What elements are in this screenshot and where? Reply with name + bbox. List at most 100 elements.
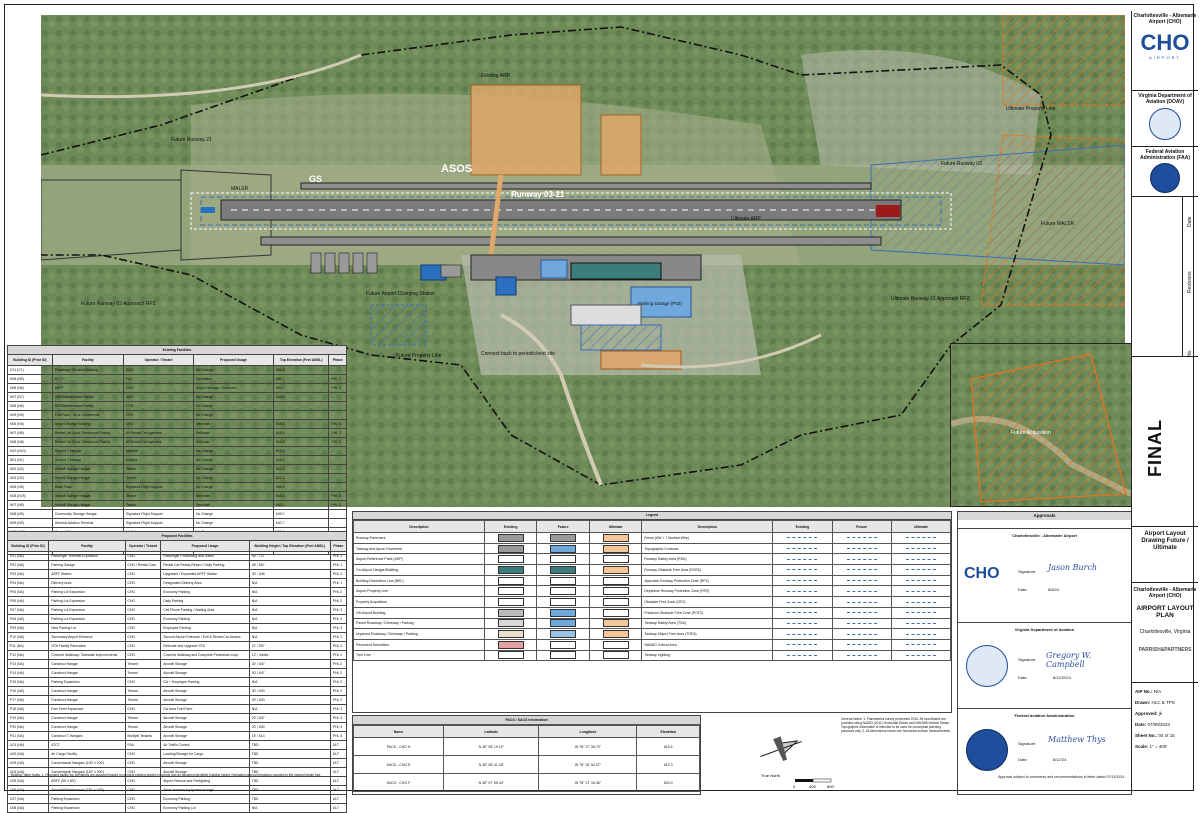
approved-label: Approved: bbox=[1135, 711, 1158, 716]
table-cell: Demolish bbox=[192, 419, 274, 429]
header-cell: Facility bbox=[51, 354, 124, 366]
table-cell: 30' / 646 bbox=[248, 569, 331, 579]
legend-swatch bbox=[497, 640, 524, 649]
table-cell: P06 (NA) bbox=[6, 596, 50, 606]
table-row: N08 (N8)Rental Car Quick Turnaround Faci… bbox=[7, 437, 347, 447]
legend-description: Departure Runway Protection Zone (RPZ) bbox=[641, 585, 774, 598]
table-cell: 20' / 630 bbox=[248, 722, 331, 732]
table-cell: PHL 2 bbox=[329, 632, 348, 642]
legend-line bbox=[787, 590, 818, 592]
legend-row: Airport Reference Point (ARP)Runway Safe… bbox=[353, 553, 952, 566]
legend-header-cell: Description bbox=[641, 520, 774, 533]
approval-faa-date: 8/12/24 bbox=[1053, 757, 1067, 762]
sig-label: Signature: bbox=[1018, 569, 1037, 574]
legend-description: Approach Runway Protection Zone (RPZ) bbox=[641, 574, 774, 587]
inset-drawing: Future Acquisition bbox=[951, 344, 1131, 506]
legend-swatch bbox=[550, 555, 577, 564]
table-cell: Fuel Farm Expansion bbox=[48, 704, 126, 714]
table-cell: Aircraft Storage bbox=[160, 731, 250, 741]
legend-line-cell bbox=[890, 574, 952, 587]
table-cell: All Rental Car Agencies bbox=[122, 428, 194, 438]
table-cell: Aircraft Storage bbox=[160, 722, 250, 732]
table-cell: Construct Hangar bbox=[48, 722, 126, 732]
table-cell: CHO bbox=[124, 785, 162, 795]
legend-swatch bbox=[602, 597, 629, 606]
table-cell: 15' / 614 bbox=[248, 731, 331, 741]
legend-description: Building Restriction Line (BRL) bbox=[353, 574, 485, 587]
approval-airport: Charlottesville - Albemarle Airport CHO … bbox=[958, 528, 1131, 619]
table-cell: 20' / 637 bbox=[248, 713, 331, 723]
table-cell: P09 (NA) bbox=[6, 623, 50, 633]
legend-line bbox=[846, 644, 877, 646]
legend-description: Runway Safety Area (RSA) bbox=[641, 553, 774, 566]
table-cell: Covered Walkway and Complete Pedestrian … bbox=[160, 650, 250, 660]
legend-line bbox=[787, 537, 818, 539]
legend-description: Taxiway Safety Area (TSA) bbox=[641, 617, 774, 630]
airport-name-2: Charlottesville - Albemarle Airport (CHO… bbox=[1133, 587, 1197, 599]
table-cell: ATCT bbox=[48, 740, 126, 750]
table-cell: Tenant bbox=[122, 473, 194, 483]
legend-line bbox=[905, 633, 936, 635]
north-arrow-and-scale: True North 0 400' 800' bbox=[760, 736, 835, 789]
header-cell: Phase bbox=[328, 354, 347, 366]
legend-line-cell bbox=[831, 617, 892, 630]
legend-line bbox=[787, 622, 818, 624]
scale-bar-white bbox=[812, 778, 832, 783]
legend-swatch bbox=[497, 576, 524, 585]
legend-line-cell bbox=[890, 532, 952, 544]
table-cell: N02 (N2) bbox=[7, 464, 53, 474]
table-cell: Relocate bbox=[192, 437, 274, 447]
table-cell: P20 (NA) bbox=[6, 722, 50, 732]
table-cell: Snowfall/Maintenance (130' x 145') bbox=[48, 785, 126, 795]
legend-line bbox=[846, 590, 877, 592]
table-cell: All Rental Car Agencies bbox=[122, 437, 194, 447]
table-cell: TBD bbox=[248, 749, 331, 759]
table-cell: PHL 2 bbox=[329, 650, 348, 660]
table-cell: Demolish bbox=[192, 491, 274, 501]
table-cell: ULT bbox=[329, 758, 348, 768]
table-cell: PHL 3 bbox=[328, 428, 347, 438]
table-cell: PHL 2 bbox=[329, 659, 348, 669]
table-cell: Air Cargo Facility bbox=[48, 749, 126, 759]
table-cell: Rental Car Quick Turnaround Facility bbox=[51, 428, 124, 438]
legend-line-cell bbox=[831, 638, 892, 651]
legend-symbol-cell bbox=[483, 532, 538, 544]
table-cell: - bbox=[328, 464, 347, 474]
legend-swatch bbox=[497, 555, 524, 564]
legend-symbol-cell bbox=[536, 564, 590, 576]
table-cell: PHL 3 bbox=[329, 731, 348, 741]
title-block-faa: Federal Aviation Administration (FAA) bbox=[1132, 147, 1198, 197]
table-cell: Tenant bbox=[122, 464, 194, 474]
table-cell: 45' / 727 bbox=[248, 551, 331, 561]
table-cell: N06 (N6) bbox=[7, 419, 53, 429]
table-cell: 665.7 bbox=[272, 383, 330, 393]
table-cell: N08 (N8) bbox=[7, 401, 53, 411]
legend-line bbox=[846, 612, 877, 614]
table-cell: Aircraft Storage bbox=[160, 668, 250, 678]
table-cell: N/A bbox=[248, 623, 331, 633]
table-cell: Economy Parking bbox=[160, 614, 250, 624]
doav-seal-icon bbox=[966, 645, 1008, 687]
future-property-line-label: Future Property Line bbox=[396, 353, 442, 359]
legend-swatch bbox=[550, 651, 577, 660]
table-cell: PHL 2 bbox=[329, 686, 348, 696]
table-cell: N07 (N8) bbox=[7, 428, 53, 438]
legend-symbol-cell bbox=[536, 638, 590, 651]
table-cell: Snow removal equipment storage bbox=[160, 785, 250, 795]
table-cell: CHO bbox=[122, 365, 194, 375]
legend-line-cell bbox=[772, 628, 833, 640]
legend-symbol-cell bbox=[483, 542, 538, 555]
table-cell: ARFF (55' x 85') bbox=[48, 776, 126, 786]
